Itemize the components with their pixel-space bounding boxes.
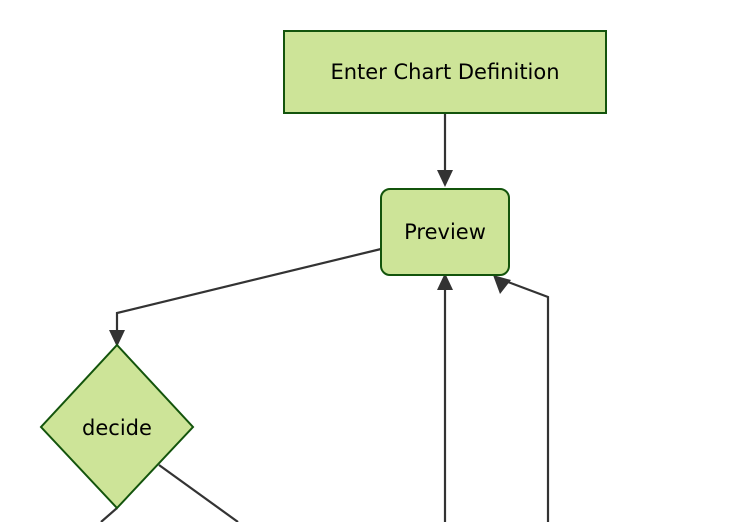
arrow-head-icon — [109, 330, 125, 347]
node-label: Enter Chart Definition — [330, 60, 559, 84]
edge-return-right-to-preview — [493, 275, 550, 522]
edge-line — [115, 247, 382, 341]
edge-line — [100, 507, 118, 522]
edge-decide-right-branch — [158, 464, 239, 522]
node-layer: Enter Chart Definition Preview decide — [39, 30, 607, 510]
node-label: Preview — [404, 220, 486, 244]
node-decide[interactable]: decide — [39, 343, 195, 510]
edge-line — [499, 277, 550, 522]
edge-enter-to-preview — [437, 113, 453, 187]
arrow-head-icon — [493, 275, 511, 294]
edge-line — [158, 464, 239, 522]
arrow-head-icon — [437, 170, 453, 187]
node-preview[interactable]: Preview — [380, 188, 510, 276]
arrow-head-icon — [437, 273, 453, 290]
edge-return-center-to-preview — [437, 273, 453, 522]
node-rounded-rectangle[interactable] — [380, 188, 510, 276]
edge-preview-to-decide — [109, 247, 382, 347]
edge-layer — [100, 113, 550, 522]
node-enter-chart-definition[interactable]: Enter Chart Definition — [283, 30, 607, 114]
node-label: decide — [82, 416, 152, 440]
node-rectangle[interactable] — [283, 30, 607, 114]
node-diamond[interactable] — [39, 343, 195, 510]
edge-decide-bottom-branch — [100, 507, 118, 522]
